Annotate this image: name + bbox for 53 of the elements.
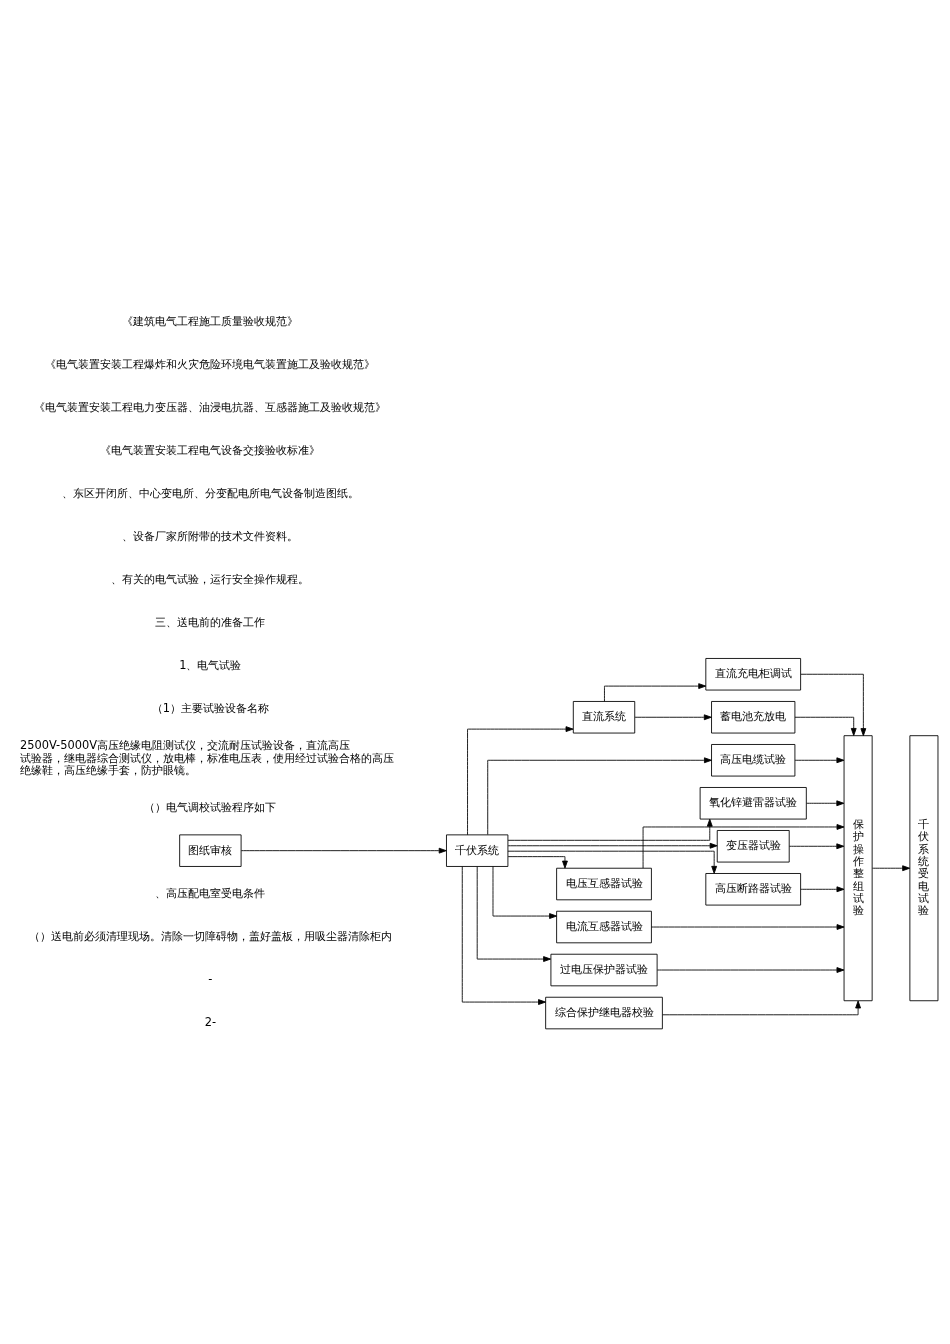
label: 三、送电前的准备工作: [155, 614, 266, 629]
arrow: [806, 799, 845, 806]
node-box: 电压互感器试验: [556, 867, 652, 900]
node-box: 直流系统: [572, 700, 636, 733]
label: 、有关的电气试验，运行安全操作规程。: [111, 571, 310, 586]
label: 、设备厂家所附带的技术文件资料。: [122, 528, 299, 543]
arrow: [507, 818, 713, 841]
arrow: [788, 842, 845, 849]
node-box: 综合保护继电器校验: [545, 996, 663, 1029]
label: 《建筑电气工程施工质量验收规范》: [122, 313, 299, 328]
node-box: 千伏系统: [446, 833, 509, 867]
label: 2-: [204, 1014, 217, 1029]
label: 、高压配电室受电条件: [155, 885, 266, 900]
node-box: 电流互感器试验: [556, 910, 652, 943]
arrow: [634, 713, 712, 720]
label: 、东区开闭所、中心变电所、分变配电所电气设备制造图纸。: [61, 485, 359, 500]
label: （）电气调校试验程序如下: [144, 799, 277, 814]
node-box: 蓄电池充放电: [711, 700, 796, 733]
label: 《电气装置安装工程电气设备交接验收标准》: [100, 442, 321, 457]
arrow: [651, 923, 845, 930]
label: -: [208, 971, 213, 986]
node-box: 图纸审核: [179, 833, 242, 867]
arrow: [507, 850, 718, 874]
node-box: 氧化锌避雷器试验: [699, 786, 807, 819]
arrow: [800, 673, 867, 736]
label: 2500V-5000V高压绝缘电阻测试仪，交流耐压试验设备，直流高压试验器，继电器综合测试仪，放电棒，标准电压表，使用经过试验合格的高压绝缘鞋，高压绝缘手套，防护眼镜。: [19, 737, 394, 777]
arrow: [476, 865, 552, 962]
node-box: 变压器试验: [716, 829, 790, 863]
arrow: [487, 756, 712, 835]
arrow: [240, 847, 447, 854]
arrow: [467, 725, 574, 835]
arrow: [642, 823, 845, 869]
label: 《电气装置安装工程电力变压器、油浸电抗器、互感器施工及验收规范》: [34, 399, 387, 414]
node-box: 直流充电柜调试: [705, 657, 802, 690]
arrow: [507, 855, 568, 869]
node-box: 高压断路器试验: [705, 872, 802, 906]
label: 1、电气试验: [179, 657, 242, 672]
label: 《电气装置安装工程爆炸和火灾危险环境电气装置施工及验收规范》: [45, 356, 376, 371]
arrow: [492, 865, 558, 919]
arrow: [794, 716, 857, 736]
node-box: 保护操作整组试验: [843, 734, 873, 1001]
node-box: 高压电缆试验: [711, 743, 796, 776]
arrow: [794, 756, 845, 763]
arrow: [800, 885, 845, 892]
node-box: 过电压保护器试验: [550, 953, 658, 986]
arrow: [507, 842, 718, 849]
node-box: 千伏系统受电试验: [909, 734, 939, 1001]
arrow: [662, 1000, 861, 1015]
arrow: [871, 864, 911, 871]
label: （）送电前必须清理现场。清除一切障碍物，盖好盖板，用吸尘器清除柜内: [28, 928, 392, 943]
arrow: [461, 865, 546, 1005]
arrow: [656, 966, 845, 973]
label: （1）主要试验设备名称: [151, 700, 270, 715]
